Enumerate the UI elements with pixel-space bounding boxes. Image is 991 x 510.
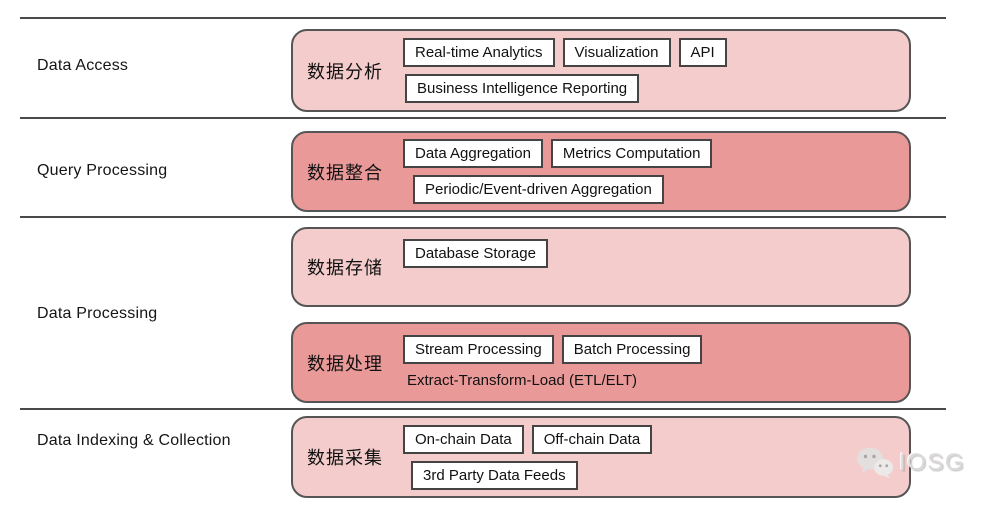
chip-row: On-chain Data Off-chain Data xyxy=(403,424,653,454)
chip-row: Database Storage xyxy=(403,239,548,268)
chip-periodic-event-driven-aggregation: Periodic/Event-driven Aggregation xyxy=(413,175,664,204)
section-label-data-access: Data Access xyxy=(37,57,129,74)
chip-3rd-party-data-feeds: 3rd Party Data Feeds xyxy=(411,460,578,490)
chip-row: Business Intelligence Reporting xyxy=(405,74,640,103)
wechat-icon xyxy=(856,447,894,479)
chip-database-storage: Database Storage xyxy=(403,239,548,268)
chip-real-time-analytics: Real-time Analytics xyxy=(403,38,555,67)
chip-on-chain-data: On-chain Data xyxy=(403,424,524,454)
chip-off-chain-data: Off-chain Data xyxy=(531,424,653,454)
chip-business-intelligence-reporting: Business Intelligence Reporting xyxy=(405,74,640,103)
chip-row: Real-time Analytics Visualization API xyxy=(403,38,727,67)
section-label-data-indexing-collection: Data Indexing & Collection xyxy=(37,432,231,449)
chip-metrics-computation: Metrics Computation xyxy=(550,139,713,168)
iosg-watermark: IOSG xyxy=(856,447,965,479)
divider xyxy=(20,17,946,19)
section-label-query-processing: Query Processing xyxy=(37,162,168,179)
group-box-data-collection: 数据采集 On-chain Data Off-chain Data 3rd Pa… xyxy=(291,416,911,498)
group-box-chinese-label: 数据分析 xyxy=(307,61,383,82)
chip-row: Stream Processing Batch Processing xyxy=(403,335,703,364)
divider xyxy=(20,117,946,119)
chip-row: Data Aggregation Metrics Computation xyxy=(403,139,713,168)
chip-api: API xyxy=(678,38,727,67)
group-box-data-processing: 数据处理 Stream Processing Batch Processing … xyxy=(291,322,911,403)
chip-lines: On-chain Data Off-chain Data 3rd Party D… xyxy=(403,424,653,490)
etl-plain-text: Extract-Transform-Load (ETL/ELT) xyxy=(407,372,638,389)
chip-row: Periodic/Event-driven Aggregation xyxy=(413,175,664,204)
iosg-logo-text: IOSG xyxy=(899,449,966,476)
chip-visualization: Visualization xyxy=(562,38,671,67)
chip-lines: Data Aggregation Metrics Computation Per… xyxy=(403,139,713,204)
section-label-data-processing: Data Processing xyxy=(37,305,158,322)
divider xyxy=(20,408,946,410)
group-box-data-storage: 数据存储 Database Storage xyxy=(291,227,911,307)
divider xyxy=(20,216,946,218)
chip-stream-processing: Stream Processing xyxy=(403,335,554,364)
chip-data-aggregation: Data Aggregation xyxy=(403,139,543,168)
group-box-chinese-label: 数据整合 xyxy=(307,162,383,183)
chip-lines: Real-time Analytics Visualization API Bu… xyxy=(403,38,727,103)
group-box-data-analysis: 数据分析 Real-time Analytics Visualization A… xyxy=(291,29,911,112)
chip-row: 3rd Party Data Feeds xyxy=(411,460,578,490)
chip-lines: Database Storage xyxy=(403,235,548,268)
group-box-data-integration: 数据整合 Data Aggregation Metrics Computatio… xyxy=(291,131,911,212)
chip-lines: Stream Processing Batch Processing Extra… xyxy=(403,335,703,390)
group-box-chinese-label: 数据存储 xyxy=(307,258,383,278)
group-box-chinese-label: 数据采集 xyxy=(307,448,383,468)
group-box-chinese-label: 数据处理 xyxy=(307,353,383,374)
chip-batch-processing: Batch Processing xyxy=(561,335,703,364)
